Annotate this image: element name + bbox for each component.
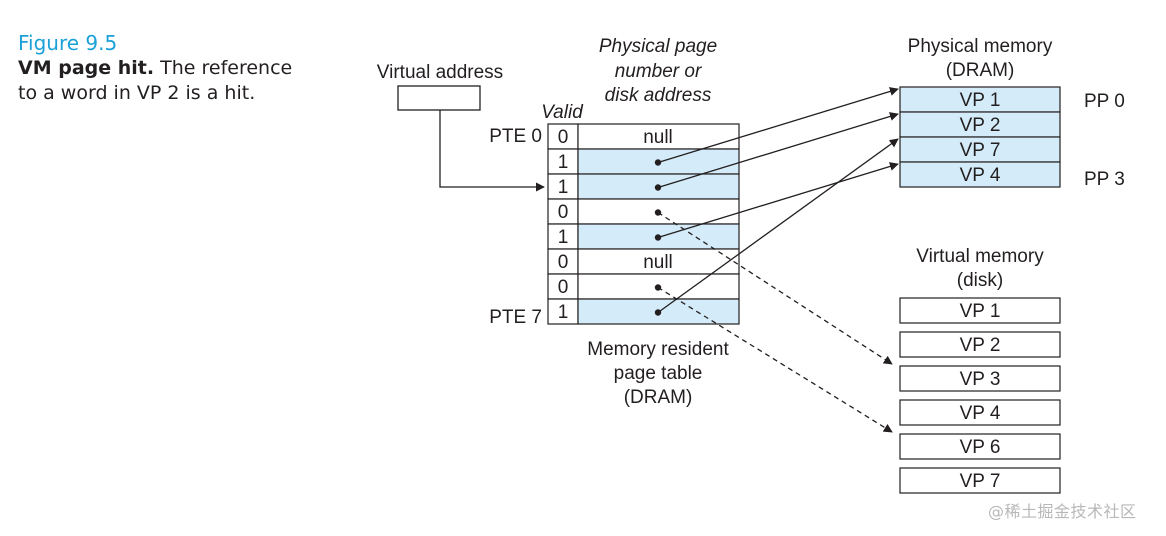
pp3-label: PP 3 (1084, 169, 1125, 190)
physical-page-label: VP 4 (960, 165, 1001, 186)
page-table-row: 0 (547, 198, 740, 225)
ppn-header-line2: number or (615, 61, 702, 82)
physical-page-cell (899, 111, 1061, 138)
ppn-header-line1: Physical page (599, 36, 717, 57)
disk-pointer-arrow (657, 286, 893, 433)
disk-page-label: VP 7 (960, 471, 1001, 492)
valid-header: Valid (541, 102, 584, 123)
disk-page: VP 3 (899, 365, 1061, 392)
figure-caption: Figure 9.5 VM page hit. The reference to… (18, 30, 292, 106)
physical-page: VP 4 (899, 161, 1061, 188)
valid-bit: 0 (558, 202, 569, 223)
physical-memory-title-line1: Physical memory (908, 36, 1053, 57)
virtual-memory-title-line2: (disk) (957, 270, 1003, 291)
physical-page-cell (899, 86, 1061, 113)
virtual-address-arrow (439, 110, 545, 192)
physical-pointer-arrow (657, 162, 899, 239)
valid-bit: 1 (558, 227, 569, 248)
valid-bit: 1 (558, 177, 569, 198)
address-cell (577, 148, 740, 175)
valid-bit: 1 (558, 152, 569, 173)
address-cell (577, 248, 740, 275)
disk-page-cell (899, 297, 1061, 324)
physical-page: VP 1 (899, 86, 1061, 113)
page-table-footer-line1: Memory resident (587, 339, 729, 360)
figure-title-bold: VM page hit. (18, 57, 155, 79)
pp0-label: PP 0 (1084, 91, 1125, 112)
pte7-label: PTE 7 (489, 307, 542, 328)
valid-cell (547, 248, 579, 275)
disk-page: VP 7 (899, 467, 1061, 494)
physical-page-label: VP 1 (960, 90, 1001, 111)
disk-page-label: VP 3 (960, 369, 1001, 390)
physical-pointer-arrow (657, 87, 899, 164)
valid-bit: 0 (558, 127, 569, 148)
disk-page: VP 2 (899, 331, 1061, 358)
page-table-row: 0 null (547, 123, 740, 150)
pte0-label: PTE 0 (489, 126, 542, 147)
page-table-row: 0 null (547, 248, 740, 275)
ppn-header-line3: disk address (605, 85, 712, 106)
physical-memory: VP 1 VP 2 VP 7 VP 4 (899, 86, 1061, 188)
valid-bit: 0 (558, 277, 569, 298)
disk-pointer-arrow (657, 211, 893, 365)
page-table-row: 1 (547, 148, 740, 175)
disk-page-cell (899, 365, 1061, 392)
disk-page: VP 4 (899, 399, 1061, 426)
disk-page: VP 1 (899, 297, 1061, 324)
page-table-footer-line3: (DRAM) (624, 387, 693, 408)
virtual-address-label: Virtual address (377, 62, 503, 83)
disk-page-label: VP 2 (960, 335, 1001, 356)
figure-title: VM page hit. The reference to a word in … (18, 56, 292, 106)
null-entry: null (643, 127, 673, 148)
page-table-footer-line2: page table (614, 363, 703, 384)
physical-page-label: VP 2 (960, 115, 1001, 136)
disk-page-label: VP 6 (960, 437, 1001, 458)
disk-page-cell (899, 433, 1061, 460)
page-table-row: 0 (547, 273, 740, 300)
physical-page-cell (899, 161, 1061, 188)
figure-number: Figure 9.5 (18, 31, 118, 55)
disk-page: VP 6 (899, 433, 1061, 460)
virtual-address-box (397, 85, 481, 111)
disk-page-label: VP 1 (960, 301, 1001, 322)
disk-page-cell (899, 399, 1061, 426)
figure-title-line2: to a word in VP 2 is a hit. (18, 82, 256, 104)
valid-cell (547, 123, 579, 150)
figure-title-line1: The reference (154, 57, 293, 79)
valid-bit: 0 (558, 252, 569, 273)
null-entry: null (643, 252, 673, 273)
physical-pointer-arrow (657, 112, 899, 189)
pointer-arrows (657, 87, 899, 433)
disk-page-cell (899, 331, 1061, 358)
disk-page-cell (899, 467, 1061, 494)
physical-page: VP 2 (899, 111, 1061, 138)
virtual-memory-title-line1: Virtual memory (916, 246, 1044, 267)
physical-page-label: VP 7 (960, 140, 1001, 161)
virtual-memory: VP 1 VP 2 VP 3 VP 4 VP 6 VP 7 (899, 297, 1061, 494)
physical-page-cell (899, 136, 1061, 163)
page-table-row: 1 (547, 223, 740, 250)
watermark: @稀土掘金技术社区 (988, 502, 1137, 521)
valid-bit: 1 (558, 302, 569, 323)
valid-cell (547, 298, 579, 325)
physical-page: VP 7 (899, 136, 1061, 163)
valid-cell (547, 223, 579, 250)
physical-pointer-arrow (657, 138, 899, 314)
page-table-row: 1 (547, 298, 740, 325)
disk-page-label: VP 4 (960, 403, 1001, 424)
page-table-row: 1 (547, 173, 740, 200)
physical-memory-title-line2: (DRAM) (946, 60, 1015, 81)
page-table: 0 null 1 1 0 1 0 null 0 1 (547, 123, 740, 325)
